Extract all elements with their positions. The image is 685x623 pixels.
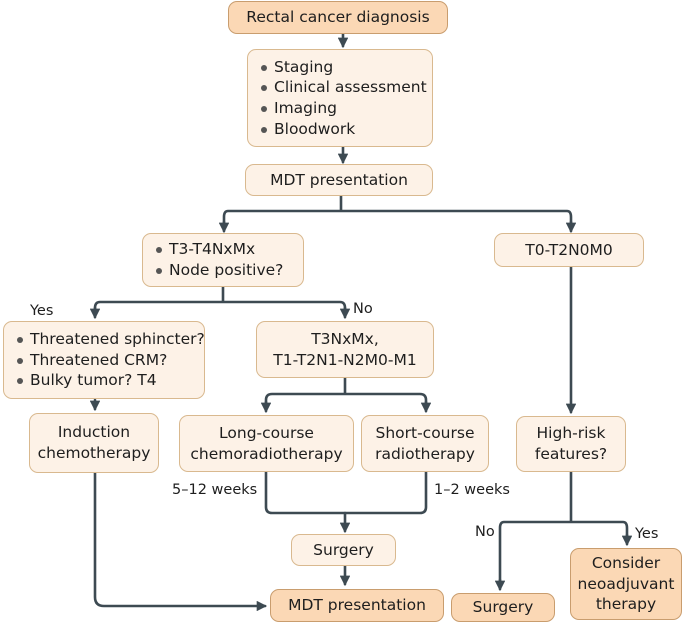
advanced-stage-list: T3-T4NxMx Node positive?	[155, 239, 283, 280]
surgery-middle-label: Surgery	[313, 540, 374, 559]
workup-item-bloodwork: Bloodwork	[260, 119, 427, 140]
induction-line-1: Induction	[57, 423, 131, 442]
arrow-advanced-split	[93, 285, 347, 315]
short-course-line-2: radiotherapy	[375, 444, 475, 463]
rectal-cancer-diagnosis-label: Rectal cancer diagnosis	[246, 8, 430, 27]
mdt-presentation-top-box: MDT presentation	[245, 164, 433, 196]
arrow-mdt-split	[222, 194, 573, 232]
short-course-box: Short-course radiotherapy	[361, 415, 489, 472]
threatened-box: Threatened sphincter? Threatened CRM? Bu…	[3, 321, 205, 399]
arrow-induction-to-mdt	[93, 471, 268, 612]
consider-line-1: Consider	[591, 554, 661, 573]
long-course-box: Long-course chemoradiotherapy	[179, 415, 354, 472]
weeks-long-course-label: 5–12 weeks	[172, 482, 258, 498]
weeks-short-course-label: 1–2 weeks	[434, 482, 510, 498]
threatened-item-crm: Threatened CRM?	[16, 350, 205, 371]
threatened-item-sphincter: Threatened sphincter?	[16, 329, 205, 350]
workup-item-staging: Staging	[260, 57, 427, 78]
workup-item-imaging: Imaging	[260, 98, 427, 119]
no-label-right: No	[475, 524, 495, 540]
surgery-right-box: Surgery	[451, 593, 555, 622]
workup-box: Staging Clinical assessment Imaging Bloo…	[247, 49, 433, 147]
mdt-presentation-bottom-label: MDT presentation	[288, 596, 426, 615]
early-stage-label: T0-T2N0M0	[525, 240, 613, 259]
threatened-item-bulky-tumor: Bulky tumor? T4	[16, 370, 205, 391]
advanced-stage-box: T3-T4NxMx Node positive?	[142, 233, 304, 287]
workup-list: Staging Clinical assessment Imaging Bloo…	[260, 57, 427, 139]
threatened-list: Threatened sphincter? Threatened CRM? Bu…	[16, 329, 205, 391]
consider-neoadjuvant-box: Consider neoadjuvant therapy	[570, 548, 682, 620]
no-label-left: No	[353, 301, 373, 317]
short-course-line-1: Short-course	[375, 423, 475, 442]
rectal-cancer-diagnosis-box: Rectal cancer diagnosis	[228, 1, 448, 34]
intermediate-stage-line-1: T3NxMx,	[311, 329, 379, 348]
high-risk-line-2: features?	[534, 445, 608, 463]
intermediate-stage-box: T3NxMx, T1-T2N1-N2M0-M1	[256, 321, 434, 378]
mdt-presentation-bottom-box: MDT presentation	[270, 589, 444, 622]
advanced-stage-item-t3-t4: T3-T4NxMx	[155, 239, 283, 260]
early-stage-box: T0-T2N0M0	[494, 233, 644, 267]
consider-line-3: therapy	[595, 595, 657, 614]
arrow-radiation-merge	[264, 470, 428, 515]
high-risk-line-1: High-risk	[536, 424, 606, 443]
arrow-intermediate-split	[264, 376, 428, 410]
yes-label-left: Yes	[30, 303, 54, 319]
induction-chemotherapy-box: Induction chemotherapy	[29, 413, 159, 473]
high-risk-features-box: High-risk features?	[516, 416, 626, 472]
mdt-presentation-top-label: MDT presentation	[270, 170, 408, 189]
surgery-right-label: Surgery	[472, 598, 534, 617]
surgery-middle-box: Surgery	[291, 534, 396, 566]
intermediate-stage-line-2: T1-T2N1-N2M0-M1	[273, 350, 417, 369]
long-course-line-2: chemoradiotherapy	[190, 444, 343, 463]
yes-label-right: Yes	[635, 526, 659, 542]
consider-line-2: neoadjuvant	[577, 574, 675, 593]
induction-line-2: chemotherapy	[37, 444, 151, 462]
advanced-stage-item-node-positive: Node positive?	[155, 260, 283, 281]
workup-item-clinical-assessment: Clinical assessment	[260, 77, 427, 98]
long-course-line-1: Long-course	[219, 423, 314, 442]
arrow-high-risk-split	[498, 470, 629, 586]
